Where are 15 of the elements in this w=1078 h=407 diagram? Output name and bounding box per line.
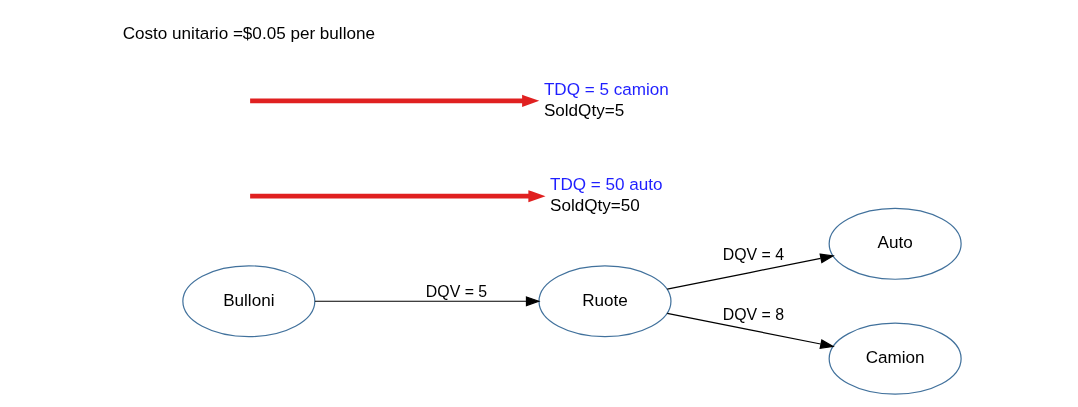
arrow xyxy=(666,253,835,290)
edge-label: DQV = 4 xyxy=(722,246,785,264)
arrow xyxy=(250,190,546,203)
node-ellipse: Ruote xyxy=(538,265,672,338)
node-ellipse: Auto xyxy=(828,207,962,280)
arrow xyxy=(314,296,541,307)
arrow xyxy=(666,312,835,350)
edge-label: DQV = 8 xyxy=(722,306,785,324)
node-ellipse: Camion xyxy=(828,322,962,395)
node-ellipse: Bulloni xyxy=(182,265,316,338)
label: Costo unitario =$0.05 per bullone xyxy=(122,24,375,44)
node-text: TDQ = 50 auto SoldQty=50 xyxy=(550,175,663,216)
arrow xyxy=(250,94,540,107)
edge-label: DQV = 5 xyxy=(425,282,488,300)
node-text: TDQ = 5 camion SoldQty=5 xyxy=(543,80,669,120)
